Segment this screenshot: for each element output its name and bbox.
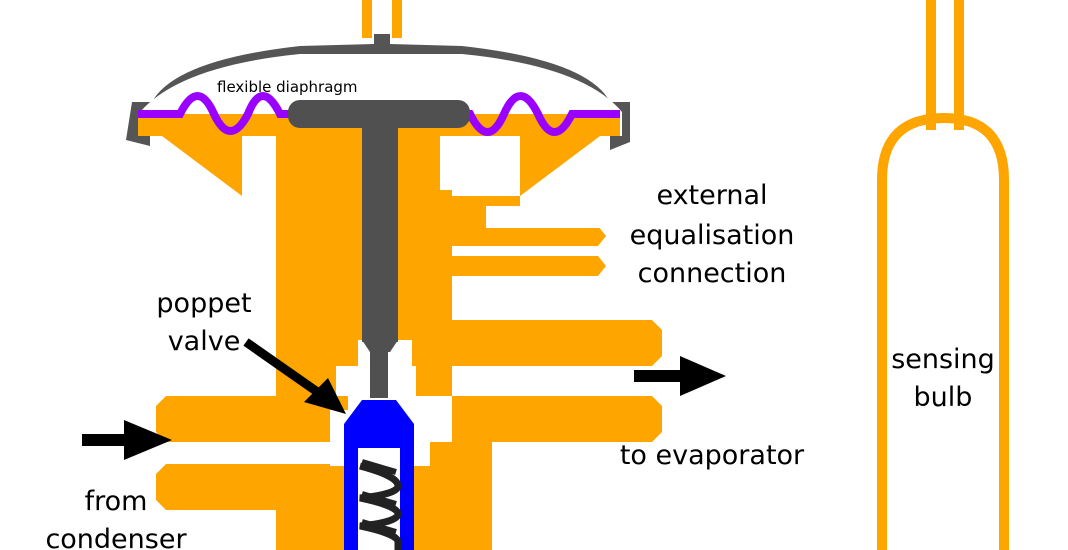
label-diaphragm: flexible diaphragm bbox=[217, 78, 358, 96]
stem-assembly bbox=[288, 100, 470, 398]
poppet-pointer-arrow bbox=[243, 338, 346, 414]
label-condenser-2: condenser bbox=[45, 524, 187, 550]
label-sensing-2: bulb bbox=[914, 382, 973, 413]
label-poppet-1: poppet bbox=[156, 288, 251, 319]
label-poppet-2: valve bbox=[168, 326, 241, 357]
label-equalisation-2: equalisation bbox=[630, 220, 795, 251]
label-equalisation-3: connection bbox=[638, 258, 787, 289]
capillary-tube bbox=[362, 0, 402, 42]
label-sensing-1: sensing bbox=[891, 344, 995, 375]
outlet-arrow bbox=[634, 356, 726, 396]
poppet-valve bbox=[344, 400, 414, 550]
label-equalisation-1: external bbox=[656, 180, 767, 211]
flexible-diaphragm bbox=[138, 92, 620, 136]
label-condenser-1: from bbox=[85, 486, 148, 517]
inlet-arrow bbox=[82, 420, 172, 460]
spring bbox=[359, 462, 402, 550]
sensing-bulb bbox=[877, 0, 1009, 550]
label-evaporator: to evaporator bbox=[620, 440, 805, 471]
